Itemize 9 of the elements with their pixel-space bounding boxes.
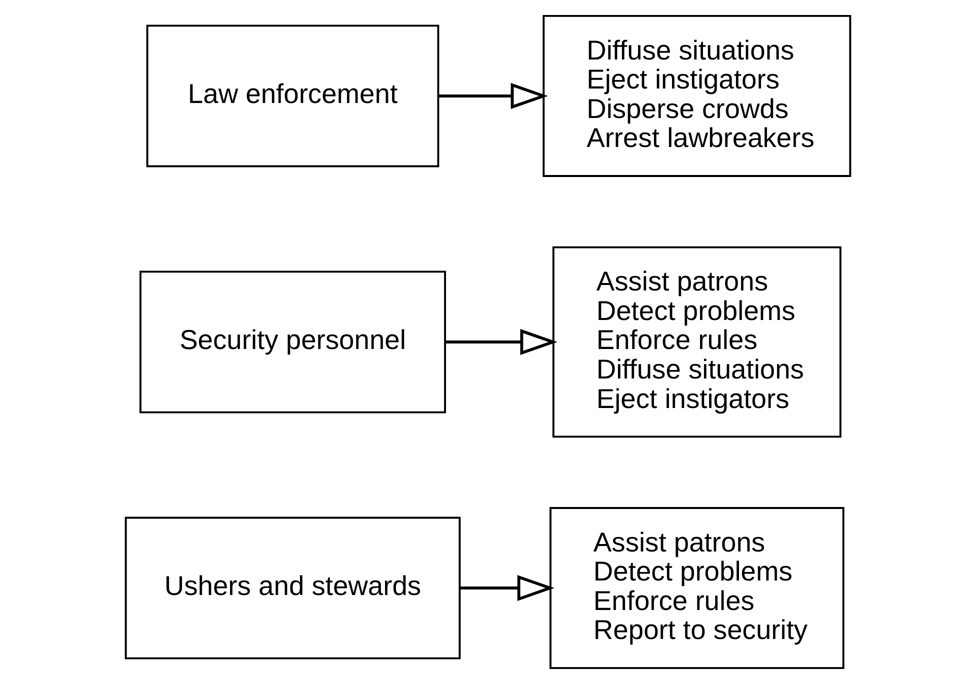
- arrow: [438, 82, 548, 109]
- arrow: [460, 575, 554, 602]
- node-box: Law enforcement: [146, 24, 440, 168]
- node-box: Security personnel: [139, 270, 446, 414]
- arrow: [445, 329, 558, 355]
- node-box: Assist patrons Detect problems Enforce rules Report to security: [550, 506, 844, 670]
- node-box: Diffuse situations Eject instigators Disperse crowds Arrest lawbreakers: [542, 14, 852, 178]
- node-box: Ushers and stewards: [124, 516, 461, 660]
- node-box: Assist patrons Detect problems Enforce rules Diffuse situations Eject instigators: [552, 246, 842, 438]
